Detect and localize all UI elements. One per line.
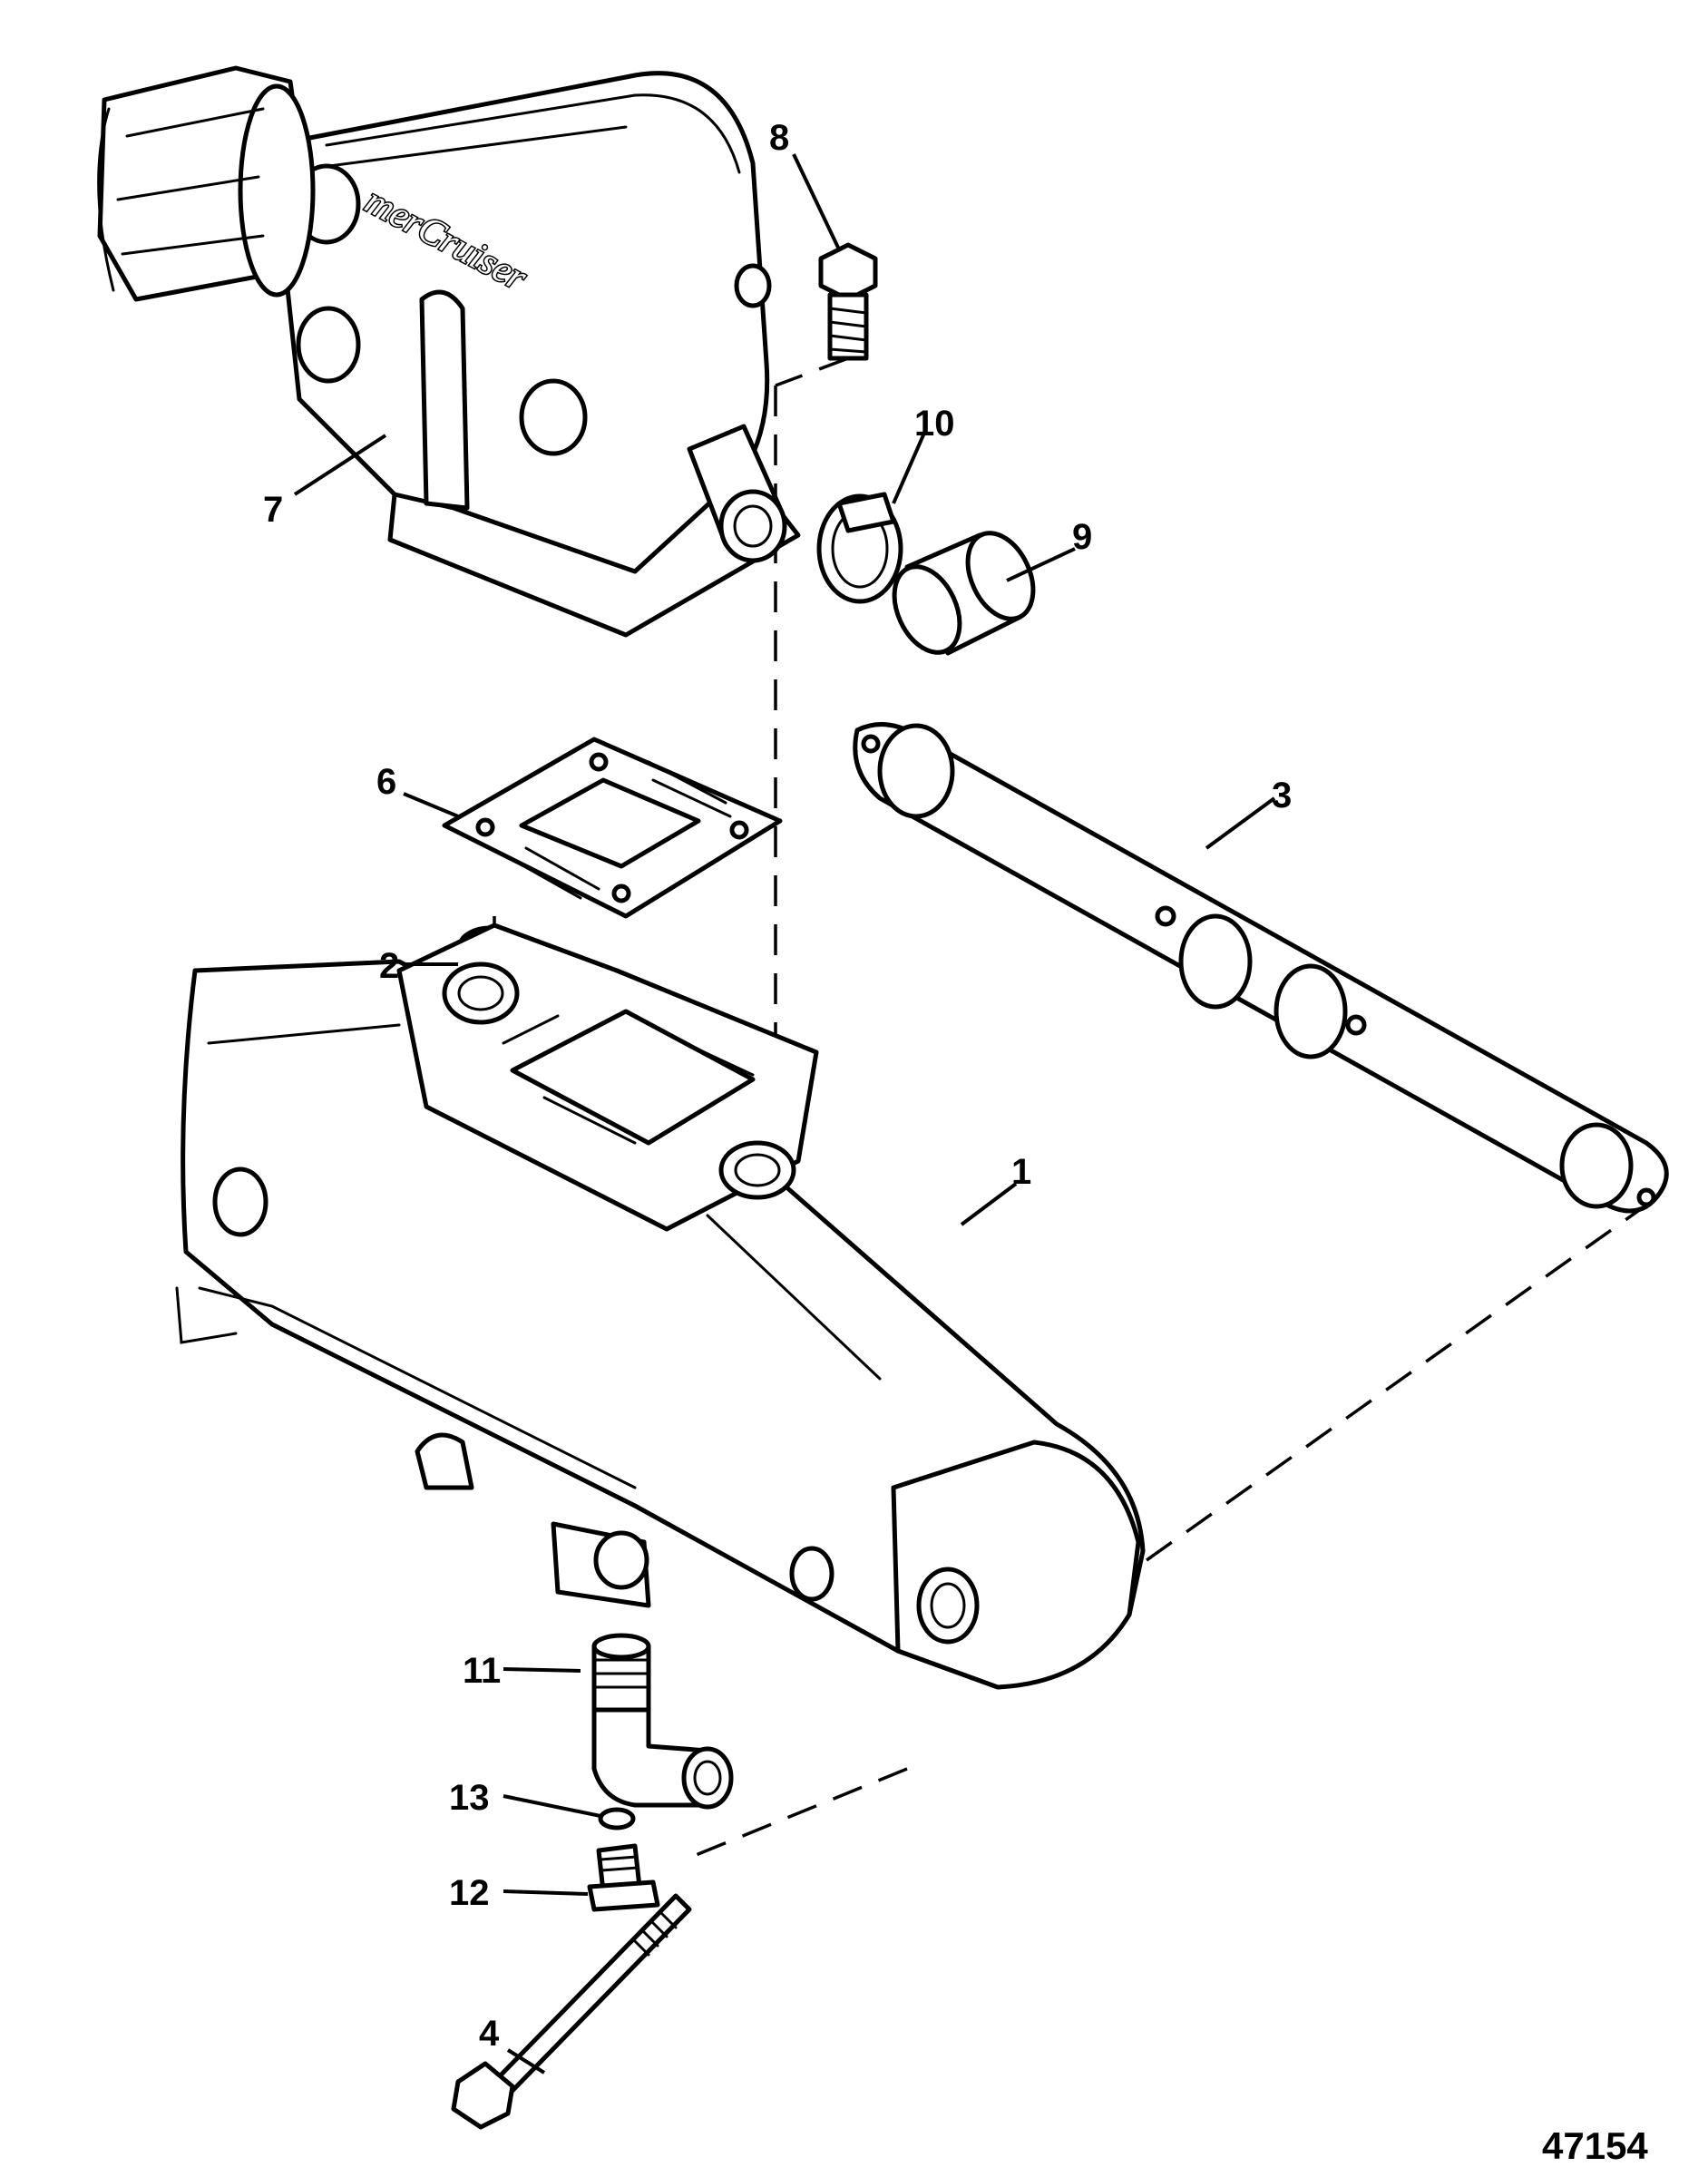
o-ring: [598, 1807, 636, 1830]
callout-3: 3: [1272, 776, 1292, 815]
callout-13: 13: [449, 1778, 490, 1818]
callout-4: 4: [479, 2014, 500, 2054]
callout-2: 2: [379, 946, 399, 986]
manifold-bolt: [451, 1893, 692, 2130]
figure-number: 47154: [1542, 2124, 1648, 2167]
hose-cap: [892, 531, 1036, 656]
exhaust-elbow: merCruiser: [97, 65, 801, 638]
callout-9: 9: [1072, 517, 1092, 557]
leader-lines: [293, 153, 1276, 2074]
manifold-gasket: [853, 722, 1669, 1214]
elbow-gasket: [442, 737, 783, 919]
callout-6: 6: [376, 762, 396, 802]
hose-clamp: [816, 492, 903, 604]
callout-12: 12: [449, 1873, 490, 1913]
callout-8: 8: [769, 118, 789, 158]
callout-7: 7: [263, 490, 283, 530]
elbow-fitting: [591, 1633, 734, 1810]
callouts: 7 8 10 9 3 6 2 1 11 13 12 4: [263, 118, 1292, 2054]
drain-plug: [587, 1843, 660, 1912]
callout-10: 10: [914, 404, 955, 444]
callout-1: 1: [1011, 1152, 1031, 1192]
exhaust-manifold: [175, 923, 1146, 1690]
elbow-bolt: [818, 242, 878, 361]
callout-11: 11: [463, 1651, 501, 1691]
